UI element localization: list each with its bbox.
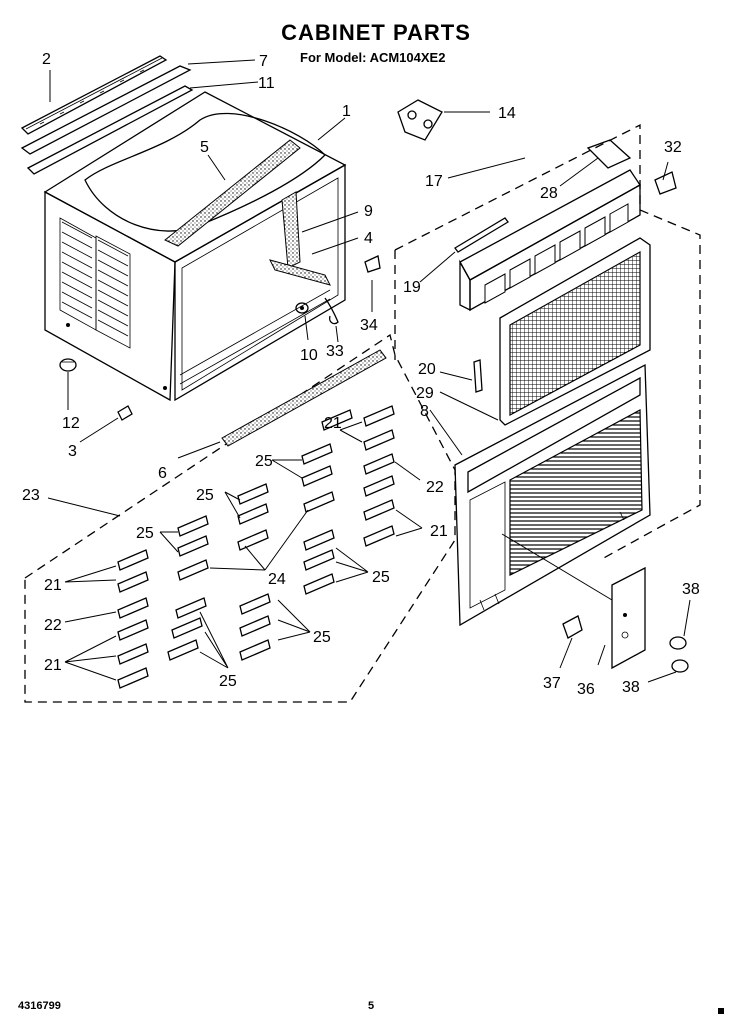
screw-38-upper — [669, 636, 687, 650]
model-subtitle: For Model: ACM104XE2 — [300, 50, 446, 65]
callout-4: 4 — [364, 230, 373, 247]
filter-20 — [473, 359, 483, 393]
front-assembly-dashed-outline — [394, 123, 701, 561]
callout-36: 36 — [577, 681, 595, 698]
trim-strip-2 — [20, 55, 168, 135]
trim-strip-7 — [20, 65, 192, 155]
callout-22-b: 22 — [426, 479, 444, 496]
callout-10: 10 — [300, 347, 318, 364]
rod-19 — [454, 217, 509, 253]
callout-25-d: 25 — [372, 569, 390, 586]
foam-strip-4 — [269, 259, 331, 286]
callout-21-d: 21 — [430, 523, 448, 540]
callout-22-a: 22 — [44, 617, 62, 634]
foam-seal-5 — [164, 139, 301, 247]
seal-strip-6 — [221, 349, 387, 447]
leader-lines — [47, 59, 691, 683]
callout-29: 29 — [416, 385, 434, 402]
bracket-14 — [397, 99, 443, 141]
callout-20: 20 — [418, 361, 436, 378]
callout-32: 32 — [664, 139, 682, 156]
callout-14: 14 — [498, 105, 516, 122]
cabinet-wrapper — [43, 91, 347, 402]
callout-37: 37 — [543, 675, 561, 692]
callout-12: 12 — [62, 415, 80, 432]
foam-seal-9 — [281, 191, 301, 269]
front-panel-8 — [454, 363, 651, 627]
callout-17: 17 — [425, 173, 443, 190]
callout-9: 9 — [364, 203, 373, 220]
callout-7: 7 — [259, 53, 268, 70]
callout-21-b: 21 — [44, 657, 62, 674]
clip-32 — [654, 171, 677, 195]
screw-34 — [364, 255, 381, 273]
callout-21-a: 21 — [44, 577, 62, 594]
callout-19: 19 — [403, 279, 421, 296]
callout-34: 34 — [360, 317, 378, 334]
callout-24: 24 — [268, 571, 286, 588]
callout-21-c: 21 — [324, 415, 342, 432]
callout-6: 6 — [158, 465, 167, 482]
trim-strip-11 — [26, 85, 194, 175]
callout-3: 3 — [68, 443, 77, 460]
clip-33 — [324, 297, 339, 325]
document-number: 4316799 — [18, 1000, 61, 1012]
callout-25-c: 25 — [255, 453, 273, 470]
screw-3 — [117, 405, 133, 421]
air-filter-grille-29 — [499, 237, 651, 426]
callout-38-b: 38 — [622, 679, 640, 696]
callout-2: 2 — [42, 51, 51, 68]
clip-37 — [562, 615, 583, 639]
mounting-plate-36 — [611, 566, 646, 670]
callout-25-b: 25 — [136, 525, 154, 542]
registration-mark — [718, 1008, 724, 1014]
page-title: CABINET PARTS — [281, 20, 471, 45]
callout-5: 5 — [200, 139, 209, 156]
callout-38-a: 38 — [682, 581, 700, 598]
callout-1: 1 — [342, 103, 351, 120]
callout-33: 33 — [326, 343, 344, 360]
callout-25-f: 25 — [219, 673, 237, 690]
callout-11: 11 — [258, 75, 275, 92]
callout-labels: 2 7 11 1 5 9 4 10 33 34 12 3 6 14 17 28 … — [22, 51, 700, 698]
callout-28: 28 — [540, 185, 558, 202]
louver-kit-pieces — [117, 405, 395, 689]
callout-23: 23 — [22, 487, 40, 504]
nut-10 — [295, 302, 309, 314]
callout-25-a: 25 — [196, 487, 214, 504]
louver-kit-dashed-outline — [24, 333, 456, 703]
page-number: 5 — [368, 1000, 375, 1012]
callout-25-e: 25 — [313, 629, 331, 646]
callout-8: 8 — [420, 403, 429, 420]
knob-bracket-28 — [586, 139, 632, 169]
plug-12 — [59, 358, 77, 372]
control-panel-28 — [459, 169, 641, 312]
screw-38-lower — [671, 659, 689, 673]
